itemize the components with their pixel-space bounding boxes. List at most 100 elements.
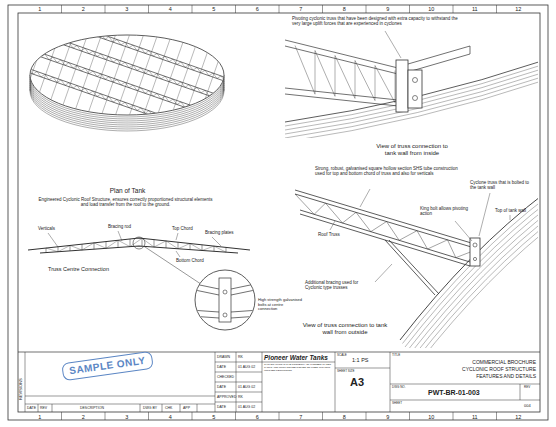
tank-wall [285, 68, 538, 130]
title-block-rule [197, 404, 198, 412]
zone-tick [409, 5, 410, 13]
title-block-text: PWT-BR-01-003 [428, 389, 480, 397]
title-block-rule [390, 384, 540, 385]
leader [48, 233, 58, 247]
zone-number: 1 [18, 414, 62, 420]
title-block-rule [335, 368, 390, 369]
title-block-text: TITLE [392, 354, 400, 357]
bracing-rod [130, 238, 142, 246]
purlin [0, 25, 35, 125]
zone-tick [496, 5, 497, 13]
title-block-text: DATE [27, 406, 36, 410]
roof-truss-chord [0, 18, 257, 109]
title-block-text: THIS DRAWING IS THE PROPERTY OF PIONEER … [264, 364, 333, 373]
zone-tick [61, 412, 62, 420]
chord [231, 289, 260, 295]
chord [231, 316, 260, 318]
leader [360, 189, 370, 207]
leader [479, 193, 490, 236]
chord [231, 310, 260, 312]
bracing-rod [58, 245, 70, 251]
note: Roof Truss [318, 232, 340, 237]
title-block-text: CYCLONIC ROOF STRUCTURE [436, 367, 536, 373]
truss-vertical [178, 242, 179, 249]
title-block-rule [140, 404, 141, 412]
bracing-rod [106, 240, 118, 248]
leader [330, 221, 335, 230]
leader [385, 31, 401, 58]
chord [190, 283, 219, 289]
title-block-rule [215, 392, 262, 393]
zone-number: 12 [497, 414, 541, 420]
truss-vertical [226, 247, 227, 252]
web [315, 51, 335, 97]
pivot-beam [408, 54, 470, 72]
zone-number: 7 [279, 6, 323, 12]
zone-tick [192, 412, 193, 420]
truss-vertical [58, 247, 59, 252]
title-block-rule [215, 362, 262, 363]
zone-number: 11 [453, 414, 497, 420]
truss-vertical [130, 239, 131, 247]
purlin [126, 25, 161, 125]
pivot-beam [408, 46, 470, 64]
chord [190, 316, 219, 318]
purlin [154, 25, 189, 125]
zone-number: 11 [453, 6, 497, 12]
title-block-text: APPROVED [217, 395, 236, 399]
title-block-rule [390, 400, 540, 401]
zone-number: 9 [366, 414, 410, 420]
bracing-rod [82, 243, 94, 250]
note: View of truss connection to tank wall fr… [372, 143, 452, 157]
bracing-rod [178, 244, 190, 249]
bracing-rod [70, 245, 82, 250]
bracing-rod [166, 241, 178, 249]
zone-number: 6 [236, 414, 280, 420]
note: Top of tank wall [495, 208, 526, 213]
purlin [196, 25, 231, 125]
zone-tick [148, 412, 149, 420]
note: Top Chord [172, 226, 193, 231]
shs-vertical [396, 60, 408, 112]
web [335, 56, 355, 99]
web [375, 66, 376, 101]
bracing-rod [94, 243, 106, 248]
zone-number: 10 [410, 6, 454, 12]
title-block-text: RK [238, 355, 243, 359]
title-block-rule [520, 384, 521, 400]
zone-number: 3 [105, 6, 149, 12]
note: Additional bracing used for Cyclonic typ… [305, 280, 375, 290]
title-block-rule [38, 404, 39, 412]
title-block-rule [180, 404, 181, 412]
title-block-rule [52, 404, 53, 412]
sheet-border [8, 5, 548, 420]
tank-wall [403, 197, 539, 344]
title-block-text: 01 AUG 02 [238, 385, 255, 389]
title-block-rule [25, 404, 215, 405]
zone-number: 4 [149, 6, 193, 12]
roof-truss-chord [0, 38, 257, 129]
purlin [252, 25, 287, 125]
chord [231, 283, 260, 289]
roof-truss-web [0, 0, 257, 93]
roof-truss-chord [0, 58, 257, 149]
chord [190, 289, 219, 295]
truss-vertical [202, 245, 203, 251]
purlin [84, 25, 119, 125]
truss-vertical [142, 238, 143, 246]
title-block-rule [25, 352, 26, 412]
web [395, 71, 396, 103]
chord [190, 310, 219, 312]
web [375, 66, 395, 103]
bracing-rod [46, 248, 58, 252]
zone-number: 2 [62, 6, 106, 12]
leader [176, 251, 180, 257]
zone-number: 10 [410, 414, 454, 420]
truss-vertical [166, 241, 167, 248]
zone-tick [279, 412, 280, 420]
king-bolt [473, 243, 477, 247]
purlin [182, 25, 217, 125]
title-block-text: 1:1 PS [352, 357, 369, 363]
web [335, 56, 336, 97]
